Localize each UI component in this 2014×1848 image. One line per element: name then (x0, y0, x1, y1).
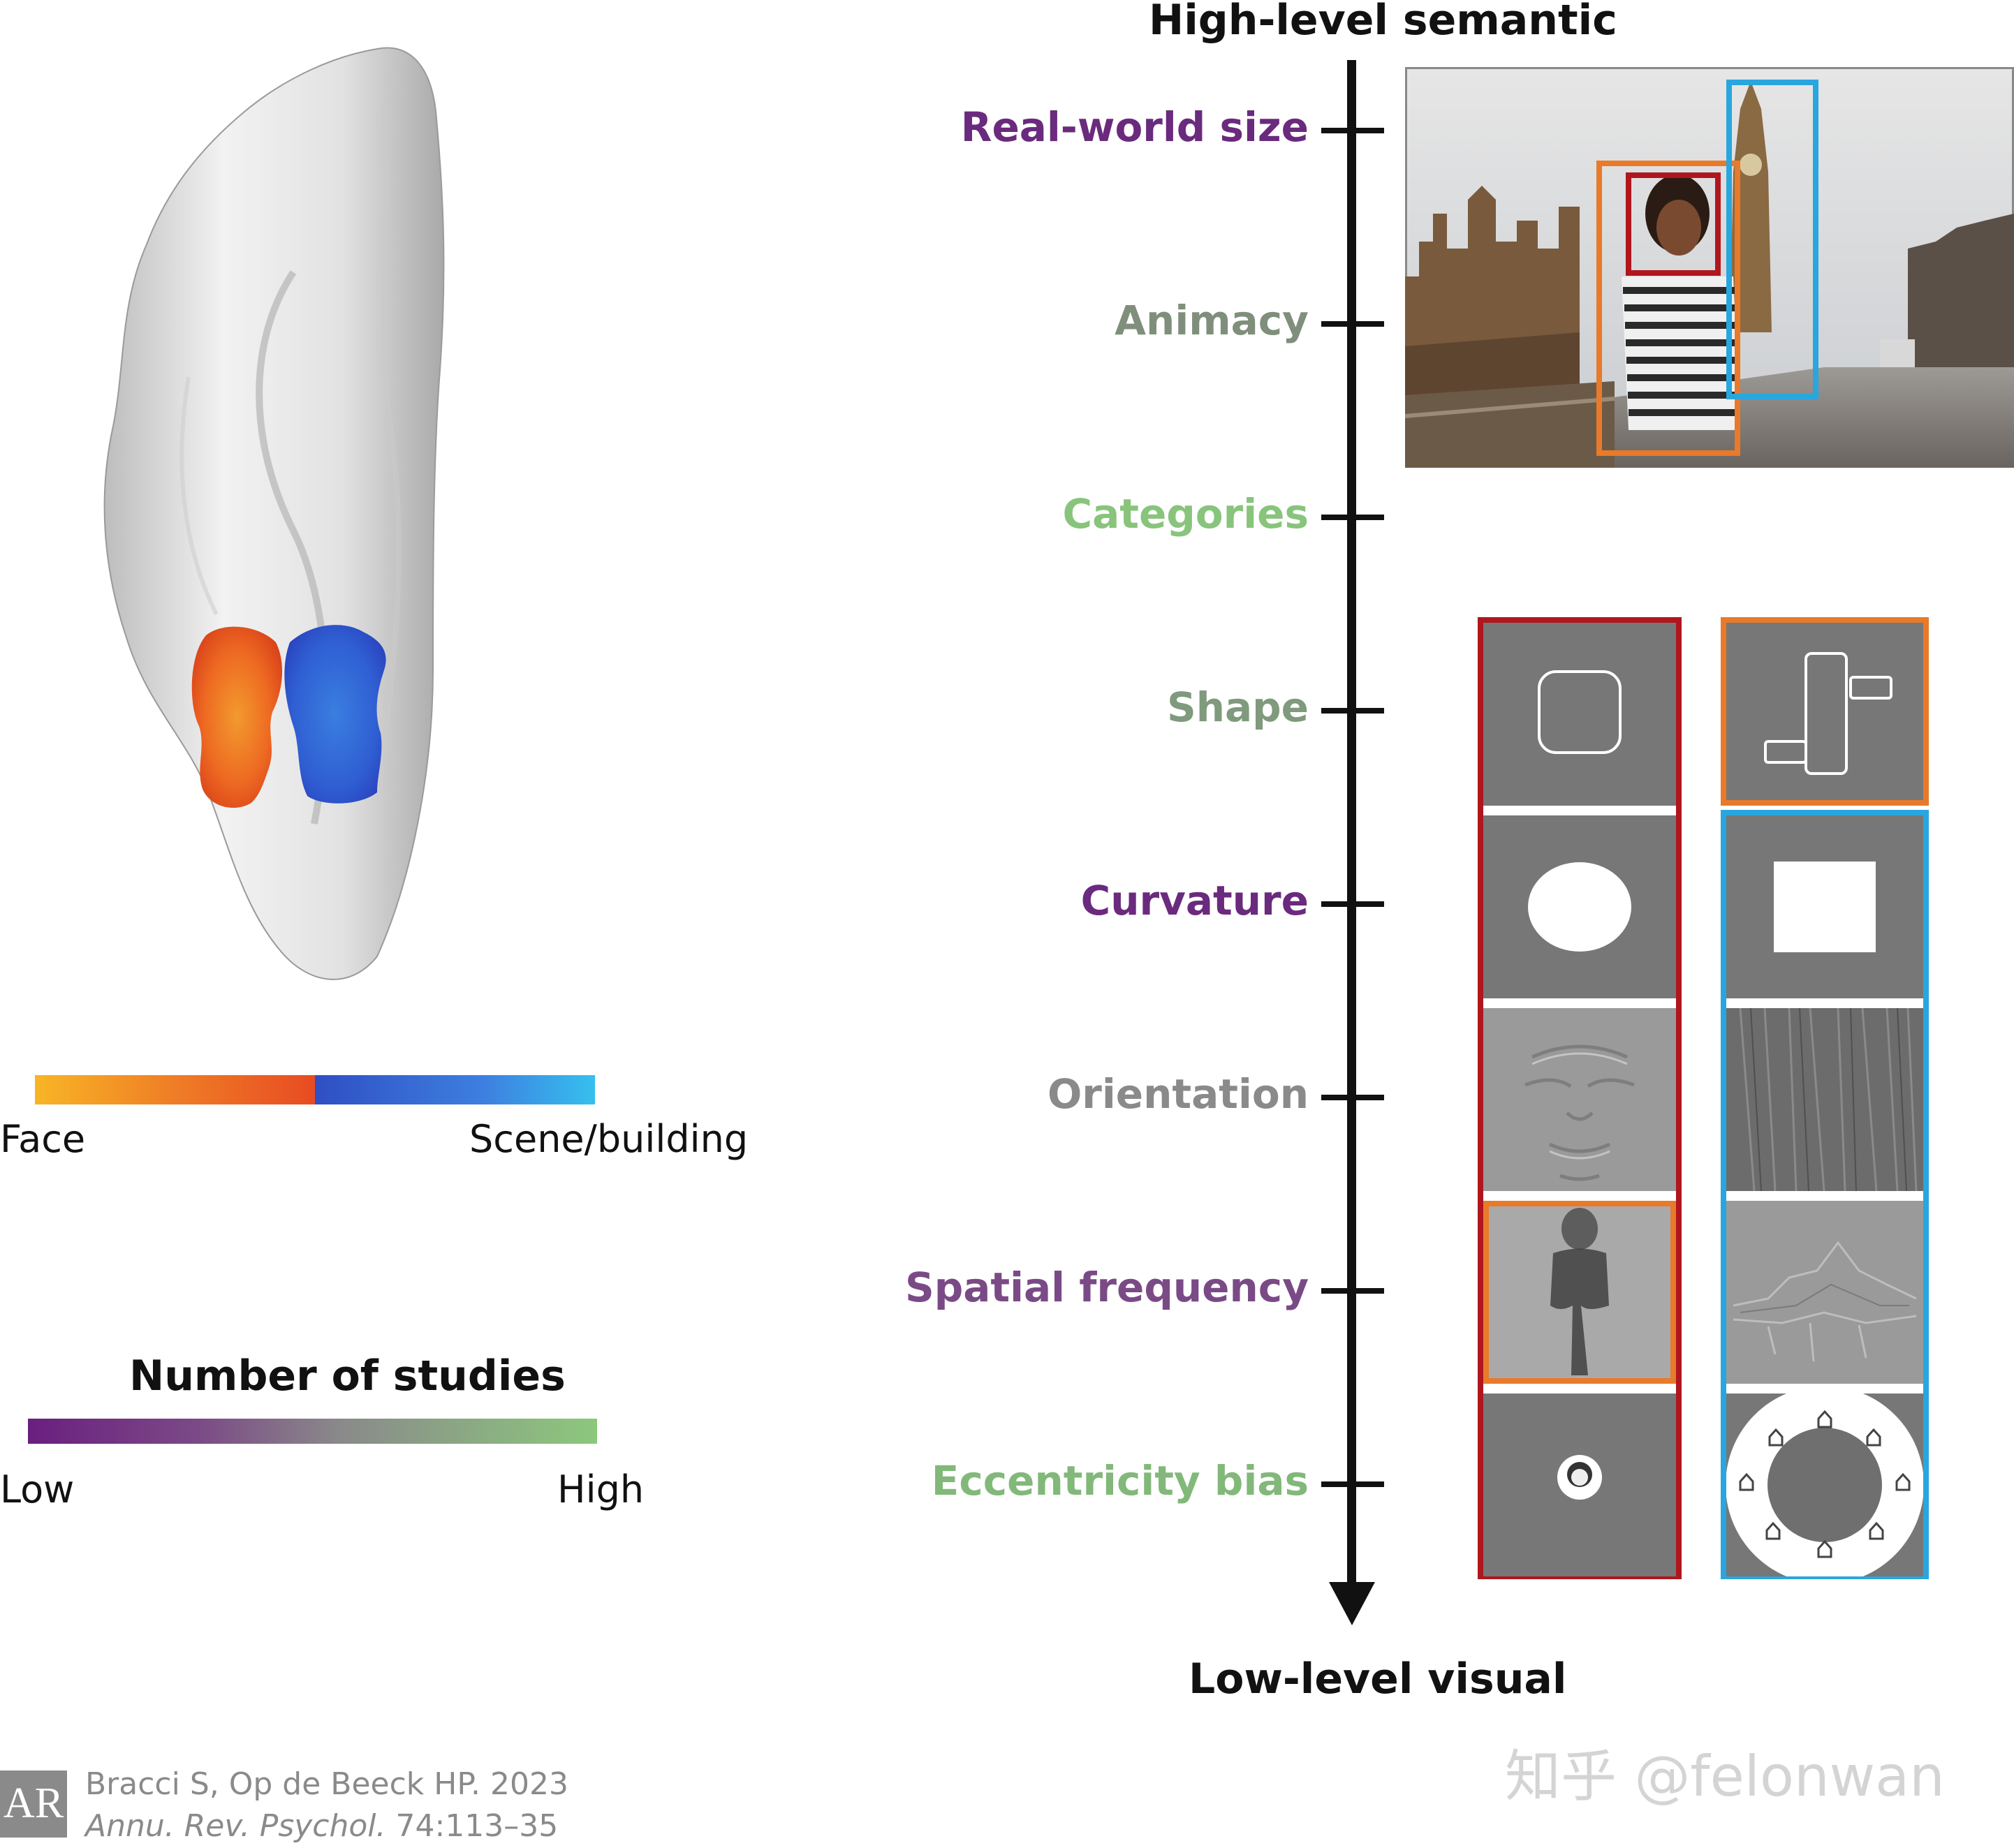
level-label-shape: Shape (1166, 683, 1309, 731)
studies-legend-title: Number of studies (129, 1352, 566, 1400)
body-spatial-frequency-tile (1483, 1201, 1676, 1384)
axis-tick (1321, 708, 1384, 714)
axis-tick (1321, 128, 1384, 133)
animacy-face-frame (1626, 172, 1721, 276)
legend-face-label: Face (0, 1117, 86, 1161)
legend-scene-label: Scene/building (469, 1117, 749, 1161)
studies-colorbar (28, 1419, 597, 1444)
annual-reviews-logo (0, 1771, 67, 1838)
scene-curvature-tile (1726, 815, 1923, 998)
citation-journal-name: Annu. Rev. Psychol. (85, 1808, 386, 1844)
citation-volume: 74:113–35 (385, 1808, 559, 1844)
axis-line (1347, 60, 1356, 1586)
face-eccentricity-tile (1483, 1394, 1676, 1576)
studies-high-label: High (557, 1468, 645, 1511)
citation-authors: Bracci S, Op de Beeck HP. 2023 (85, 1766, 568, 1802)
level-label-curvature: Curvature (1080, 877, 1309, 924)
scene-selective-region (284, 625, 386, 804)
watermark: 知乎 @felonwan (1505, 1744, 1945, 1809)
level-label-eccentricity-bias: Eccentricity bias (931, 1457, 1309, 1505)
level-label-animacy: Animacy (1115, 297, 1309, 344)
citation-journal: Annu. Rev. Psychol. 74:113–35 (85, 1808, 558, 1844)
axis-tick (1321, 515, 1384, 520)
animacy-body-frame (1596, 161, 1740, 456)
face-orientation-tile (1483, 1008, 1676, 1191)
face-stimulus-column (1478, 617, 1682, 1579)
brain-outline (103, 47, 445, 980)
face-shape-tile (1483, 623, 1676, 806)
scene-orientation-tile (1726, 1008, 1923, 1191)
axis-tick (1321, 1095, 1384, 1100)
category-colorbar (35, 1075, 595, 1104)
scene-stimulus-column (1721, 810, 1929, 1579)
level-label-spatial-frequency: Spatial frequency (904, 1264, 1309, 1311)
axis-tick (1321, 1481, 1384, 1487)
studies-low-label: Low (0, 1468, 75, 1511)
level-label-categories: Categories (1062, 490, 1309, 538)
axis-top-label: High-level semantic (1149, 0, 1617, 45)
level-label-orientation: Orientation (1047, 1070, 1309, 1118)
face-selective-region (191, 626, 283, 808)
building-frame (1726, 80, 1818, 399)
axis-tick (1321, 321, 1384, 327)
level-label-real-world-size: Real-world size (960, 103, 1309, 151)
axis-tick (1321, 901, 1384, 907)
axis-bottom-label: Low-level visual (1189, 1655, 1567, 1703)
scene-spatial-frequency-tile (1726, 1201, 1923, 1384)
scene-eccentricity-tile (1726, 1394, 1923, 1576)
face-curvature-tile (1483, 815, 1676, 998)
logo-text: AR (3, 1780, 64, 1827)
axis-arrowhead (1329, 1582, 1375, 1625)
street-scene-photo (1405, 67, 2014, 468)
brain-surface-illustration (103, 47, 445, 980)
body-shape-tile (1721, 617, 1929, 806)
axis-tick (1321, 1288, 1384, 1294)
